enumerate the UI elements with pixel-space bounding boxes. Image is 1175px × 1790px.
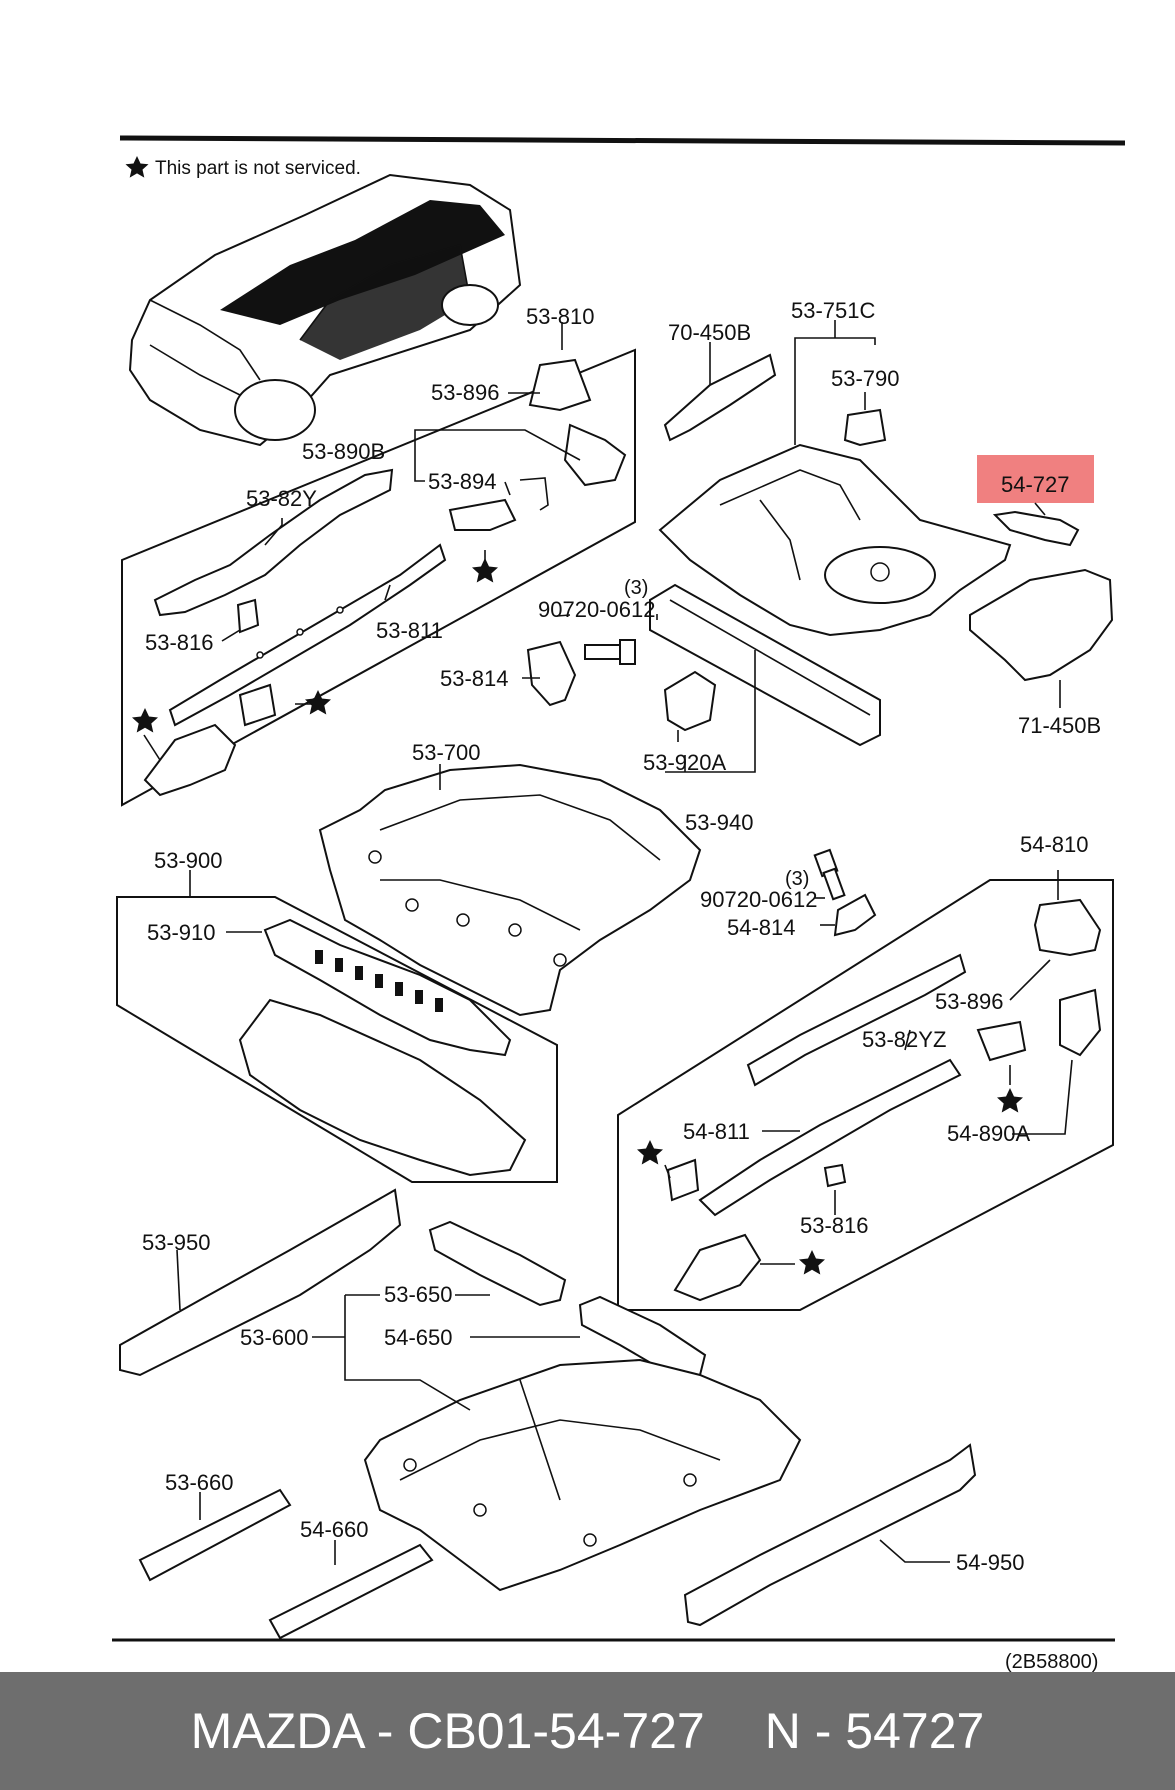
part-53-920A bbox=[663, 670, 717, 732]
label-53-660: 53-660 bbox=[165, 1470, 234, 1495]
label-53-790: 53-790 bbox=[831, 366, 900, 391]
label-53-811: 53-811 bbox=[376, 618, 443, 643]
label-53-816a: 53-816 bbox=[145, 630, 214, 655]
star-icon bbox=[997, 1088, 1023, 1113]
label-53-900: 53-900 bbox=[154, 848, 223, 873]
label-53-82Y: 53-82Y bbox=[246, 486, 317, 511]
label-90720b: 90720-0612 bbox=[700, 887, 817, 912]
star-icon bbox=[637, 1140, 663, 1165]
part-54-727 bbox=[992, 510, 1080, 547]
label-53-940: 53-940 bbox=[685, 810, 754, 835]
label-70-450B: 70-450B bbox=[668, 320, 751, 345]
footer-brand-part: MAZDA - CB01-54-727 bbox=[190, 1703, 705, 1759]
part-53-816a bbox=[236, 598, 260, 634]
star-icon bbox=[132, 708, 158, 733]
part-54-660 bbox=[268, 1543, 434, 1640]
group-box-53-810 bbox=[121, 348, 636, 807]
label-53-910: 53-910 bbox=[147, 920, 216, 945]
diagram-code: (2B58800) bbox=[1005, 1651, 1098, 1672]
part-53-890B bbox=[563, 423, 627, 487]
label-54-650: 54-650 bbox=[384, 1325, 453, 1350]
star-icon bbox=[799, 1250, 825, 1275]
highlight-54-727 bbox=[977, 455, 1094, 503]
label-53-814: 53-814 bbox=[440, 666, 509, 691]
part-54-star-bracket-a bbox=[976, 1020, 1027, 1062]
part-53-816b bbox=[823, 1163, 847, 1188]
part-54-star-bracket-c bbox=[673, 1233, 762, 1302]
part-53-900-lower bbox=[238, 998, 527, 1177]
parts-diagram: This part is not serviced. bbox=[112, 135, 1126, 1672]
footer-number: N - 54727 bbox=[764, 1703, 985, 1759]
label-54-810: 54-810 bbox=[1020, 832, 1089, 857]
part-54-star-bracket-b bbox=[666, 1158, 700, 1202]
label-90720a: 90720-0612 bbox=[538, 597, 655, 622]
part-70-450B bbox=[663, 353, 777, 442]
part-53-811 bbox=[168, 543, 447, 727]
part-53-660 bbox=[138, 1488, 292, 1582]
label-53-950: 53-950 bbox=[142, 1230, 211, 1255]
bolt-90720-0612-a bbox=[584, 639, 636, 665]
label-53-751C: 53-751C bbox=[791, 298, 876, 323]
part-star-bracket-b bbox=[143, 723, 237, 797]
label-54-811: 54-811 bbox=[683, 1119, 750, 1144]
part-star-bracket-a bbox=[238, 683, 277, 727]
star-icon bbox=[305, 690, 331, 715]
label-90720a-qty: (3) bbox=[624, 577, 648, 599]
label-53-890B: 53-890B bbox=[302, 439, 385, 464]
label-53-700: 53-700 bbox=[412, 740, 481, 765]
part-53-814 bbox=[526, 640, 577, 707]
label-54-890A: 54-890A bbox=[947, 1121, 1031, 1146]
part-53-82YZ bbox=[746, 953, 967, 1087]
leader-lines bbox=[143, 320, 1073, 1565]
part-53-894 bbox=[448, 498, 517, 531]
label-53-600: 53-600 bbox=[240, 1325, 309, 1350]
part-54-811 bbox=[698, 1058, 962, 1217]
bolt-90720-0612-b bbox=[813, 848, 846, 901]
label-53-896b: 53-896 bbox=[935, 989, 1004, 1014]
label-53-894: 53-894 bbox=[428, 469, 497, 494]
part-54-810 bbox=[1033, 898, 1102, 957]
label-54-814: 54-814 bbox=[727, 915, 796, 940]
part-53-82Y bbox=[153, 468, 394, 617]
star-icon bbox=[125, 156, 149, 178]
part-53-940 bbox=[649, 583, 881, 747]
label-54-727: 54-727 bbox=[1001, 472, 1070, 497]
part-53-896a bbox=[528, 358, 592, 412]
label-53-920A: 53-920A bbox=[643, 750, 727, 775]
label-53-816b: 53-816 bbox=[800, 1213, 869, 1238]
part-71-450B bbox=[969, 568, 1114, 682]
label-90720b-qty: (3) bbox=[785, 868, 809, 890]
part-53-896b bbox=[1059, 988, 1102, 1057]
car-illustration bbox=[128, 173, 522, 447]
label-54-950: 54-950 bbox=[956, 1550, 1025, 1575]
label-71-450B: 71-450B bbox=[1018, 713, 1101, 738]
label-53-810: 53-810 bbox=[526, 304, 595, 329]
part-53-790 bbox=[843, 408, 887, 447]
top-rule bbox=[119, 135, 1126, 146]
label-54-660: 54-660 bbox=[300, 1517, 369, 1542]
part-53-950 bbox=[119, 1188, 402, 1377]
part-54-814 bbox=[833, 893, 877, 937]
star-icon bbox=[472, 558, 498, 583]
part-labels: 53-810 70-450B 53-751C 53-790 53-896 53-… bbox=[142, 298, 1101, 1575]
group-box-53-900 bbox=[116, 896, 558, 1183]
label-53-650: 53-650 bbox=[384, 1282, 453, 1307]
part-number-footer: MAZDA - CB01-54-727 N - 54727 bbox=[0, 1672, 1175, 1790]
part-53-650 bbox=[428, 1220, 567, 1307]
legend: This part is not serviced. bbox=[125, 156, 361, 179]
part-53-910 bbox=[263, 918, 512, 1057]
part-53-700 bbox=[318, 763, 702, 1017]
part-54-950 bbox=[683, 1443, 977, 1627]
label-53-896a: 53-896 bbox=[431, 380, 500, 405]
star-note: This part is not serviced. bbox=[155, 158, 361, 179]
part-53-600 bbox=[363, 1358, 802, 1592]
label-53-82YZ: 53-82YZ bbox=[862, 1027, 946, 1052]
